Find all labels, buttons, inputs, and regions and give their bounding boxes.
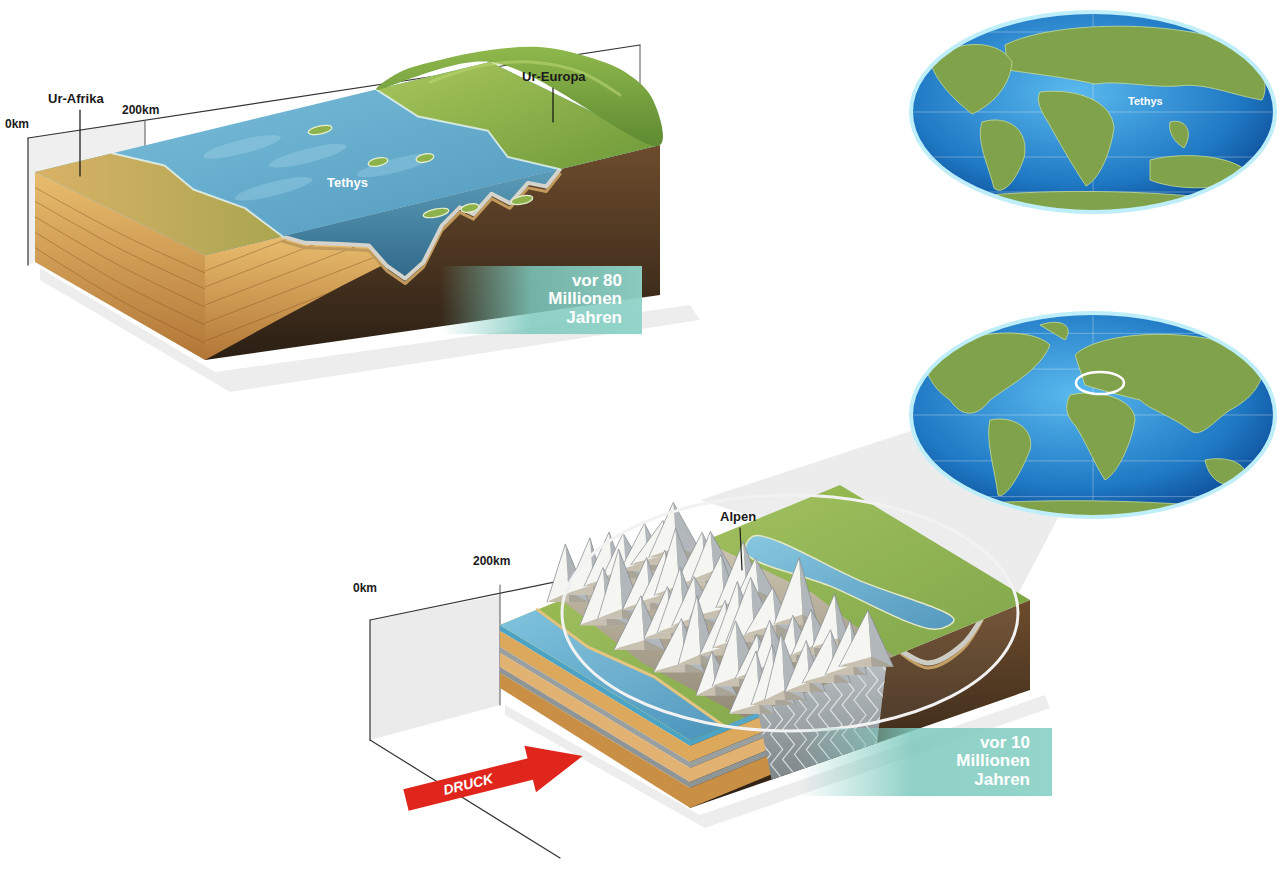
distance-label: 0km — [5, 118, 29, 131]
continent — [980, 120, 1025, 190]
arrow-head — [524, 733, 588, 793]
ocean — [911, 313, 1275, 517]
scale-panel — [370, 595, 500, 740]
arrow-shape — [398, 730, 593, 830]
distance-label: 200km — [122, 104, 159, 117]
scale-line — [27, 138, 28, 265]
region-label: Ur-Europa — [522, 70, 586, 84]
leader-line — [552, 88, 553, 122]
age-label: vor 80 Millionen Jahren — [510, 266, 622, 334]
water-sheen — [233, 172, 314, 205]
globe — [911, 12, 1275, 222]
island — [460, 202, 479, 214]
europe-hills — [376, 47, 663, 146]
globe-rim — [911, 313, 1275, 517]
continent — [1150, 156, 1250, 188]
leader-line — [79, 110, 80, 176]
continent — [1205, 459, 1246, 485]
age-band: vor 80 Millionen Jahren — [440, 266, 642, 334]
island — [307, 124, 332, 137]
ocean-label: Tethys — [1128, 95, 1163, 107]
water-sheen — [267, 139, 348, 172]
island — [415, 152, 434, 164]
rock-layer — [205, 262, 410, 342]
continent — [1038, 91, 1114, 186]
land-surface — [500, 485, 1030, 740]
rock-layer — [35, 248, 205, 343]
band-fill — [798, 728, 1052, 796]
rock-layer — [35, 232, 205, 325]
block-80-million — [35, 47, 700, 392]
africa-land — [35, 153, 282, 255]
water-sheen — [201, 130, 282, 163]
arrow-shaft — [403, 756, 540, 810]
island — [422, 206, 449, 219]
focus-ring — [1076, 372, 1124, 394]
age-band: vor 10 Millionen Jahren — [798, 728, 1052, 796]
ocean-label: Tethys — [327, 176, 368, 190]
island — [367, 156, 388, 168]
distance-label: 0km — [353, 582, 377, 595]
globe — [911, 313, 1275, 525]
age-label: vor 10 Millionen Jahren — [918, 728, 1030, 796]
island — [510, 194, 533, 206]
band-fill — [440, 266, 642, 334]
pressure-arrow: DRUCK — [398, 730, 593, 830]
scale-line — [369, 620, 370, 740]
continent — [1170, 121, 1189, 148]
continent — [989, 419, 1031, 496]
region-label: Ur-Afrika — [48, 92, 104, 106]
globe-rim — [911, 12, 1275, 212]
zoom-ellipse — [562, 495, 1018, 731]
continent — [1005, 26, 1265, 100]
ocean — [911, 12, 1275, 212]
sand-wedge — [205, 236, 387, 360]
continent — [1040, 322, 1068, 340]
continent — [925, 333, 1050, 413]
continent — [1067, 393, 1135, 480]
hill-ridge — [430, 62, 620, 95]
distance-label: 200km — [473, 555, 510, 568]
coastline — [376, 90, 560, 170]
mountain-label: Alpen — [720, 510, 756, 524]
coastline — [112, 153, 282, 236]
